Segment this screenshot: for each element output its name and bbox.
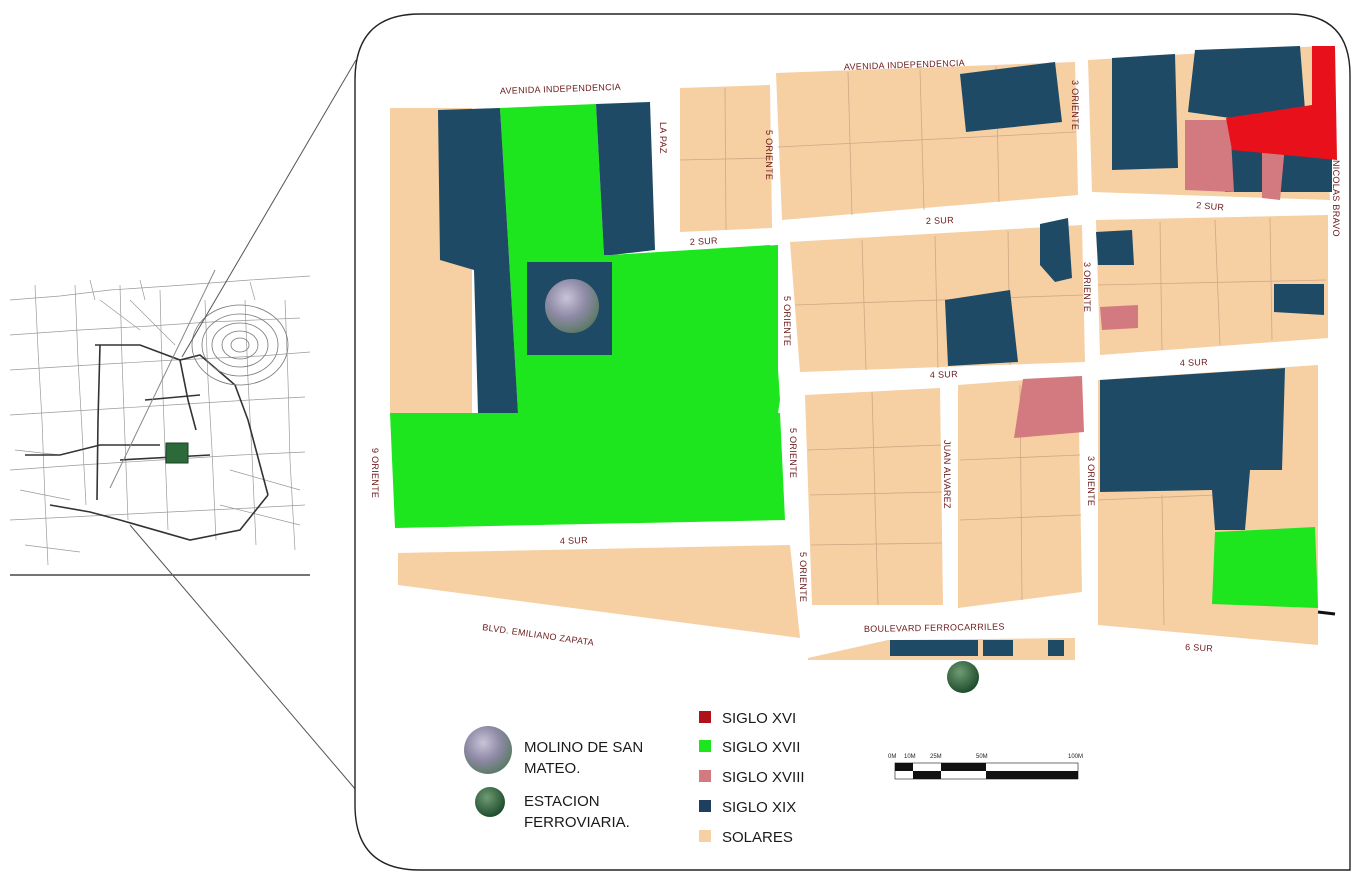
estacion-circle-icon (475, 787, 505, 817)
scale-label-10m: 10M (904, 754, 916, 760)
legend-label-siglo-xvii: SIGLO XVII (722, 739, 800, 756)
molino-de-san-mateo-marker (545, 279, 599, 333)
street-label-2-sur-right: 2 SUR (1196, 200, 1225, 212)
street-label-3-oriente-low: 3 ORIENTE (1086, 456, 1096, 506)
scale-label-50m: 50M (976, 754, 988, 760)
legend-molino-line2: MATEO. (524, 760, 580, 777)
legend-label-siglo-xvi: SIGLO XVI (722, 710, 796, 727)
legend-swatch-siglo-xviii (699, 770, 711, 782)
street-label-3-oriente-mid: 3 ORIENTE (1082, 262, 1092, 312)
legend-swatch-solares (699, 830, 711, 842)
estacion-ferroviaria-marker (947, 661, 979, 693)
legend-label-siglo-xix: SIGLO XIX (722, 799, 796, 816)
legend-swatch-siglo-xvi (699, 711, 711, 723)
street-label-9-oriente: 9 ORIENTE (370, 448, 380, 498)
scale-label-0m: 0M (888, 754, 896, 760)
street-label-4-sur-mid: 4 SUR (930, 369, 959, 380)
street-label-la-paz: LA PAZ (658, 122, 668, 154)
street-label-boulevard-ferrocarriles: BOULEVARD FERROCARRILES (864, 622, 1005, 634)
zoom-connector-bottom (129, 524, 357, 791)
scale-label-100m: 100M (1068, 754, 1083, 760)
scale-label-25m: 25M (930, 754, 942, 760)
legend-molino-line1: MOLINO DE SAN (524, 739, 643, 756)
legend-swatch-siglo-xvii (699, 740, 711, 752)
legend-swatch-siglo-xix (699, 800, 711, 812)
street-label-5-oriente-low: 5 ORIENTE (788, 428, 798, 478)
legend: MOLINO DE SAN MATEO. ESTACION FERROVIARI… (464, 710, 805, 846)
street-label-6-sur: 6 SUR (1185, 642, 1214, 653)
main-map: AVENIDA INDEPENDENCIA AVENIDA INDEPENDEN… (370, 46, 1341, 693)
street-label-2-sur-left: 2 SUR (690, 236, 719, 247)
molino-circle-icon (464, 726, 512, 774)
street-label-3-oriente-top: 3 ORIENTE (1070, 80, 1080, 130)
legend-label-solares: SOLARES (722, 829, 793, 846)
street-label-2-sur-mid: 2 SUR (926, 215, 955, 226)
street-label-juan-alvarez: JUAN ALVAREZ (942, 440, 952, 509)
street-label-4-sur-left: 4 SUR (560, 535, 589, 546)
zoom-connector-top (181, 59, 357, 358)
street-label-avenida-independencia-right: AVENIDA INDEPENDENCIA (844, 58, 965, 72)
legend-estacion-line2: FERROVIARIA. (524, 814, 630, 831)
street-label-avenida-independencia-left: AVENIDA INDEPENDENCIA (500, 82, 621, 96)
street-label-5-oriente-mid: 5 ORIENTE (782, 296, 792, 346)
legend-label-siglo-xviii: SIGLO XVIII (722, 769, 805, 786)
inset-location-marker (165, 442, 189, 464)
overview-inset-map (9, 269, 311, 576)
street-label-5-oriente-top: 5 ORIENTE (764, 130, 774, 180)
street-label-4-sur-right: 4 SUR (1180, 357, 1209, 368)
legend-estacion-line1: ESTACION (524, 793, 600, 810)
scale-bar: 0M 10M 25M 50M 100M (888, 754, 1083, 780)
street-label-nicolas-bravo: NICOLAS BRAVO (1331, 160, 1341, 237)
street-label-5-oriente-bottom: 5 ORIENTE (798, 552, 808, 602)
